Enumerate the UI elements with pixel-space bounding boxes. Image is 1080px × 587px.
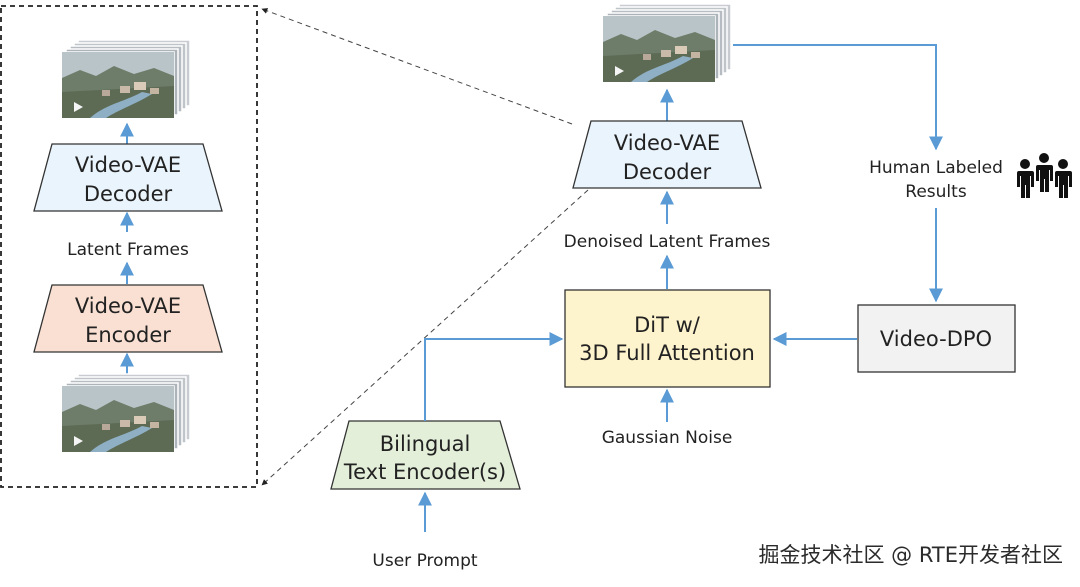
output-frames-thumbnail-main [603,4,731,82]
people-group-icon [1017,153,1072,198]
text-encoder-label-1: Bilingual [380,432,471,456]
dit-label-1: DiT w/ [634,313,701,337]
watermark-text: 掘金技术社区 @ RTE开发者社区 [758,543,1063,567]
user-prompt-label: User Prompt [372,551,477,571]
encoder-label-1: Video-VAE [75,294,181,318]
human-labeled-label-1: Human Labeled [869,158,1003,178]
main-decoder-label-2: Decoder [623,160,712,184]
encoder-label-2: Encoder [85,323,171,347]
output-frames-thumbnail-left [62,40,190,118]
dit-box [565,290,770,387]
main-decoder-label-1: Video-VAE [614,131,720,155]
arrow-text-encoder-to-dit [425,339,562,421]
left-decoder-label-2: Decoder [84,182,173,206]
input-frames-thumbnail-left [62,374,190,452]
dit-label-2: 3D Full Attention [579,341,755,365]
text-encoder-label-2: Text Encoder(s) [343,460,506,484]
video-dpo-label: Video-DPO [880,327,992,351]
zoom-connector-top [262,9,572,124]
denoised-latent-frames-label: Denoised Latent Frames [564,232,771,252]
latent-frames-label: Latent Frames [67,240,189,260]
gaussian-noise-label: Gaussian Noise [602,428,733,448]
arrow-output-to-human-labels [733,45,936,149]
left-decoder-label-1: Video-VAE [75,153,181,177]
human-labeled-label-2: Results [905,182,967,202]
